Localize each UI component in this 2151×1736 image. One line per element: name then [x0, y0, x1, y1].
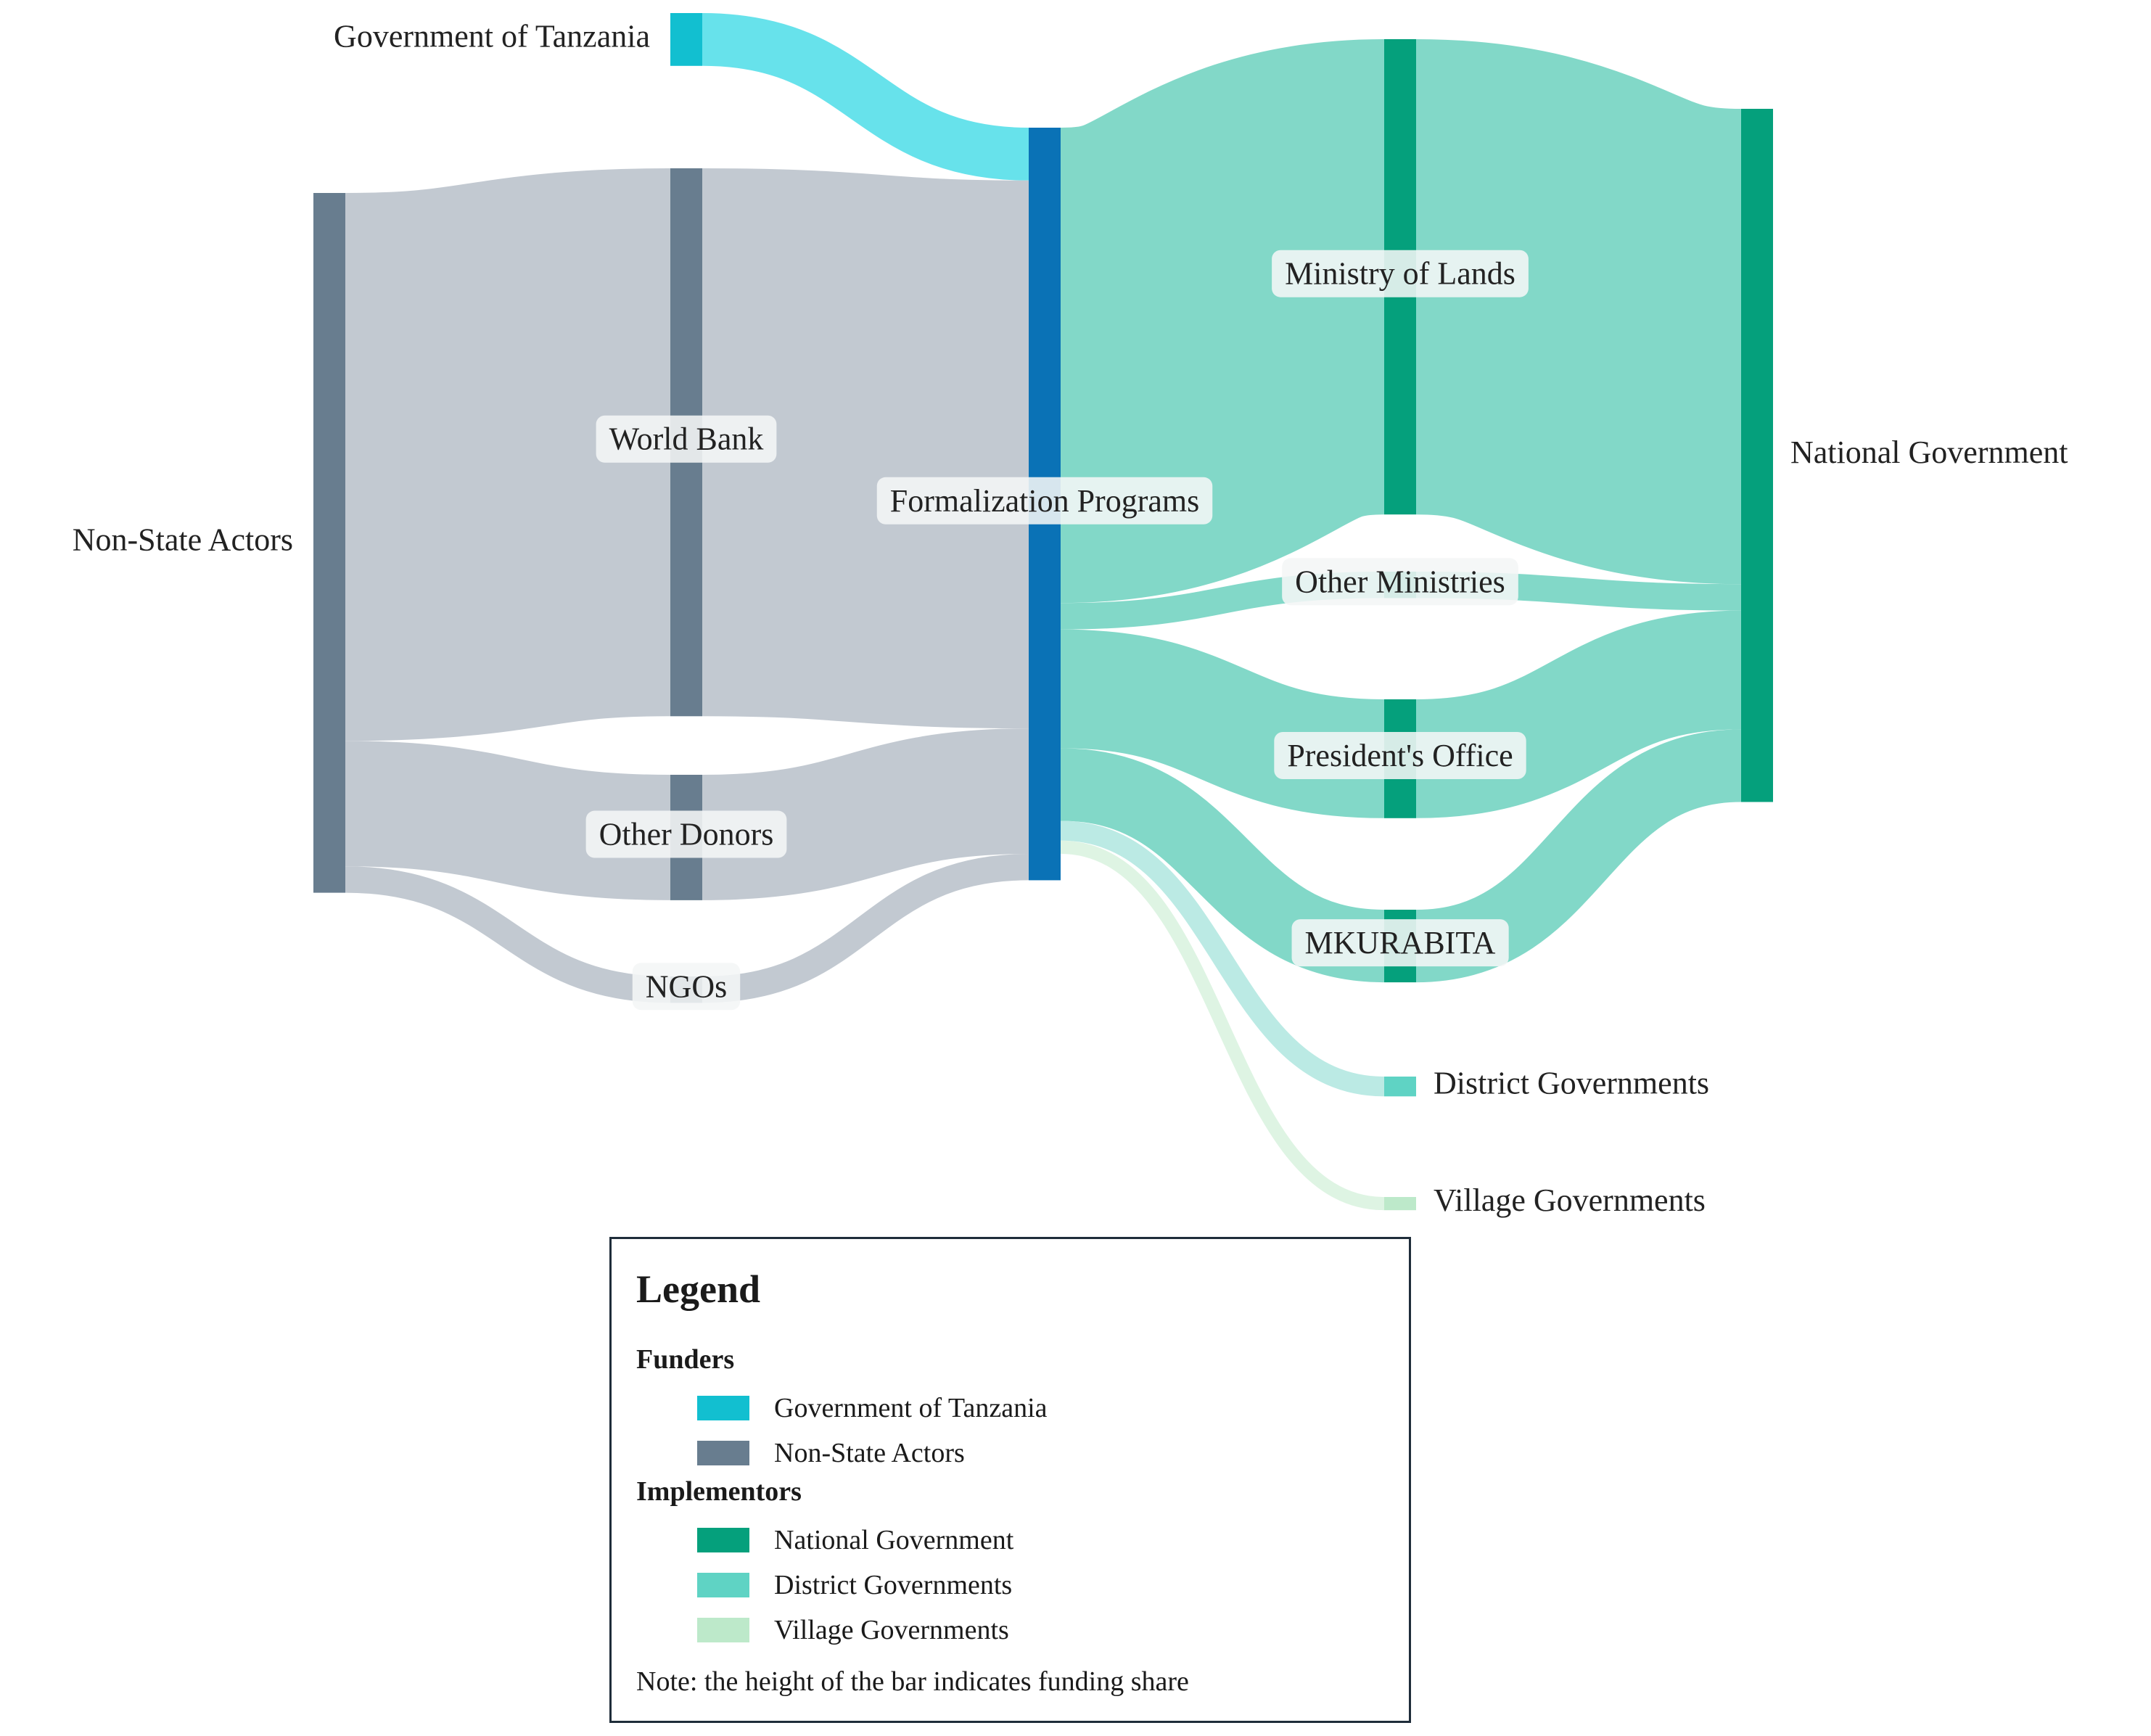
flow-formalization-to-village_gov	[1060, 840, 1385, 1211]
node-label-other_donors: Other Donors	[599, 817, 774, 852]
legend-swatch	[697, 1573, 749, 1597]
node-label-village_gov: Village Governments	[1434, 1182, 1706, 1218]
legend-item: Non-State Actors	[697, 1431, 1384, 1476]
label-background	[1272, 250, 1529, 297]
label-background	[596, 415, 777, 463]
flow-formalization-to-district_gov	[1060, 820, 1385, 1097]
legend-item: Village Governments	[697, 1608, 1384, 1653]
node-district_gov	[1384, 1077, 1416, 1097]
legend-swatch	[697, 1441, 749, 1465]
legend-swatch	[697, 1618, 749, 1642]
node-label-formalization: Formalization Programs	[890, 483, 1200, 519]
legend-item: Government of Tanzania	[697, 1386, 1384, 1431]
legend-item: District Governments	[697, 1563, 1384, 1608]
legend-swatch	[697, 1396, 749, 1420]
legend-label: Village Governments	[774, 1615, 1009, 1645]
flow-gov_tz-to-formalization	[702, 13, 1029, 181]
legend-label: Non-State Actors	[774, 1438, 965, 1468]
node-non_state	[313, 193, 345, 893]
legend-item: National Government	[697, 1518, 1384, 1563]
legend-label: Government of Tanzania	[774, 1393, 1048, 1423]
node-label-national_gov: National Government	[1790, 435, 2068, 470]
legend-label: District Governments	[774, 1570, 1013, 1600]
flow-ngos-to-formalization	[702, 854, 1029, 1003]
label-background	[585, 810, 787, 858]
legend-note: Note: the height of the bar indicates fu…	[636, 1666, 1189, 1697]
legend-swatch	[697, 1528, 749, 1552]
node-label-presidents_office: President's Office	[1287, 738, 1513, 773]
node-label-ngos: NGOs	[646, 968, 727, 1004]
legend-title: Legend	[636, 1267, 761, 1311]
label-background	[1282, 558, 1518, 606]
legend-label: National Government	[774, 1525, 1014, 1555]
legend-group-implementors: Implementors	[636, 1476, 802, 1507]
node-label-ministry_lands: Ministry of Lands	[1285, 256, 1515, 292]
node-national_gov	[1741, 109, 1773, 802]
label-background	[1291, 919, 1509, 967]
label-background	[632, 963, 741, 1011]
node-label-district_gov: District Governments	[1434, 1066, 1709, 1101]
node-label-gov_tz: Government of Tanzania	[334, 18, 650, 54]
node-label-other_ministries: Other Ministries	[1295, 564, 1505, 599]
legend-box: Legend Funders Government of Tanzania No…	[609, 1237, 1411, 1723]
node-gov_tz	[670, 13, 702, 66]
node-label-non_state: Non-State Actors	[73, 522, 293, 557]
label-background	[876, 477, 1213, 524]
legend-group-funders: Funders	[636, 1344, 735, 1375]
node-label-mkurabita: MKURABITA	[1305, 925, 1496, 960]
flow-non_state-to-ngos	[345, 866, 671, 1003]
node-village_gov	[1384, 1197, 1416, 1211]
node-label-world_bank: World Bank	[609, 421, 764, 457]
label-background	[1274, 731, 1526, 779]
